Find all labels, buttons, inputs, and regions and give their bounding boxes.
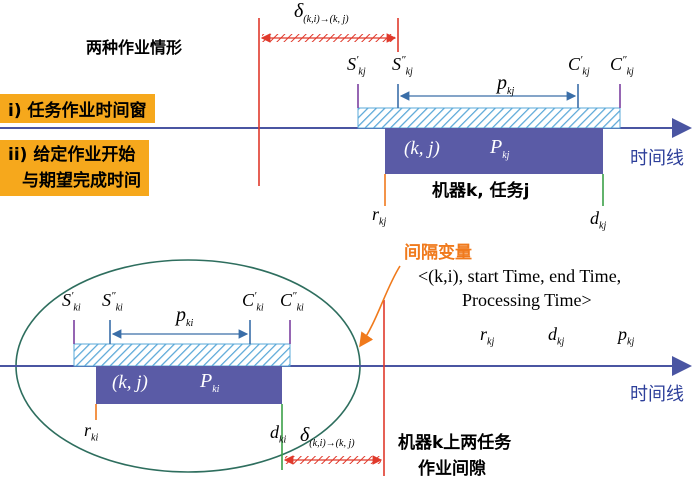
top-s2-label: S″kj [392,54,413,78]
top-d-label: dkj [590,208,607,232]
top-time-window-bar [357,107,621,129]
top-delta-label: δ(k,i)→(k, j) [294,0,349,25]
bottom-c1-label: C′ki [242,290,264,314]
top-r-label: rkj [372,204,387,228]
bottom-box-P-label: Pki [200,370,220,395]
top-axis-label: 时间线 [630,148,684,169]
bottom-caption-line-1: 机器k上两任务 [398,433,512,453]
top-c1-label: C′kj [568,54,590,78]
top-p-label: pkj [497,72,515,97]
top-box-kj-label: (k, j) [404,138,440,159]
bottom-s2-label: S″ki [102,290,123,314]
tag-line-1: ii) 给定作业开始 [8,145,136,165]
bottom-d-label: dki [270,422,287,446]
mid-r-label: rkj [480,324,495,348]
bottom-time-window-bar [73,343,291,367]
bottom-c2-label: C″ki [280,290,304,314]
gap-variable-pointer-arrow [359,265,401,348]
tuple-line-1: <(k,i), start Time, end Time, [418,266,622,286]
bottom-s1-label: S′ki [62,290,81,314]
bottom-r-label: rki [84,420,99,444]
bottom-axis-label: 时间线 [630,384,684,405]
top-machine-task-label: 机器k, 任务j [432,181,530,201]
tag-time-window: i) 任务作业时间窗 [0,94,155,123]
bottom-caption-line-2: 作业间隙 [418,459,486,479]
tag-given-start-finish: ii) 给定作业开始 与期望完成时间 [0,140,149,196]
mid-p-label: pkj [618,324,635,348]
bottom-delta-label: δ(k,i)→(k, j) [300,424,355,449]
top-box-P-label: Pkj [490,136,510,161]
top-s1-label: S′kj [347,54,366,78]
bottom-box-kj-label: (k, j) [112,372,148,393]
top-processing-box [385,128,603,174]
tag-line-2: 与期望完成时间 [22,171,141,191]
top-c2-label: C″kj [610,54,634,78]
top-title: 两种作业情形 [86,38,183,57]
bottom-processing-box [96,366,282,404]
tuple-line-2: Processing Time> [462,290,592,310]
bottom-p-label: pki [176,304,194,329]
mid-d-label: dkj [548,324,565,348]
gap-variable-label: 间隔变量 [404,243,472,263]
